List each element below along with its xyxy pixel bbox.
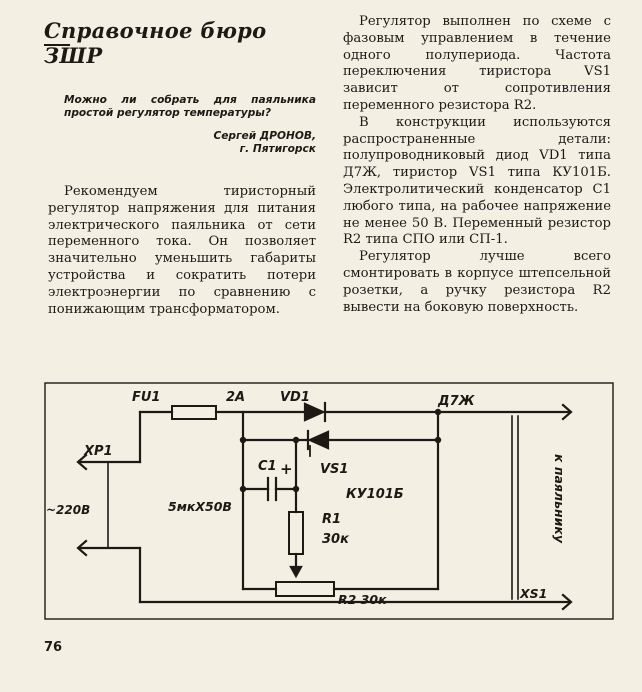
thyristor-vs1: [307, 430, 330, 450]
assembly-paragraph: Регулятор лучше всего смонтировать в кор…: [343, 249, 611, 315]
author-name: Сергей ДРОНОВ,: [213, 130, 316, 142]
resistor-r1: [288, 511, 304, 555]
r2-label: R2 30к: [338, 592, 387, 607]
parts-paragraph: В конструкции используются распространен…: [343, 114, 611, 248]
load-label: к паяльнику: [552, 454, 567, 544]
r2-wiper-arrow: [289, 565, 303, 579]
socket-bottom-arrow: [561, 593, 573, 611]
fuse-fu1: [171, 405, 217, 420]
title-rule: [44, 44, 70, 46]
r1-label: R1: [322, 512, 341, 527]
circuit-description-paragraph: Регулятор выполнен по схеме с фазовым уп…: [343, 14, 611, 113]
section-title: Справочное бюро ЗШР: [44, 18, 267, 68]
thyristor-type: КУ101Б: [346, 487, 404, 502]
schematic-frame: [44, 382, 614, 620]
capacitor-polarity: +: [280, 460, 293, 478]
answer-paragraph-1: Рекомендуем тиристорный регулятор напряж…: [48, 184, 316, 317]
junction-dots: [239, 408, 442, 493]
plug-pin-top-arrow: [76, 453, 88, 471]
page-number: 76: [44, 640, 63, 655]
capacitor-value: 5мкХ50В: [168, 499, 232, 514]
answer-right-column: Регулятор выполнен по схеме с фазовым уп…: [343, 14, 611, 316]
capacitor-label: C1: [258, 459, 277, 474]
reader-question: Можно ли собрать для паяльника простой р…: [64, 94, 316, 119]
r1-value: 30к: [322, 532, 350, 547]
fuse-label: FU1: [132, 390, 160, 405]
author-city: г. Пятигорск: [239, 143, 316, 155]
socket-label: XS1: [519, 586, 547, 601]
answer-left-column: Рекомендуем тиристорный регулятор напряж…: [48, 184, 316, 318]
plug-pin-bottom-arrow: [76, 539, 88, 557]
voltage-label: ~220В: [46, 503, 90, 517]
question-author: Сергей ДРОНОВ, г. Пятигорск: [150, 130, 316, 156]
diode-vd1: [303, 402, 326, 422]
diode-label: VD1: [280, 390, 310, 405]
fuse-rating: 2A: [226, 390, 245, 405]
thyristor-label: VS1: [320, 462, 348, 477]
resistor-r2: [275, 581, 335, 597]
plug-label: XP1: [83, 444, 113, 459]
diode-type: Д7Ж: [437, 394, 476, 409]
socket-top-arrow: [561, 403, 573, 421]
regulator-schematic: FU1 2A VD1 Д7Ж XP1 ~220В C1 + 5мкХ50В VS…: [44, 382, 614, 620]
